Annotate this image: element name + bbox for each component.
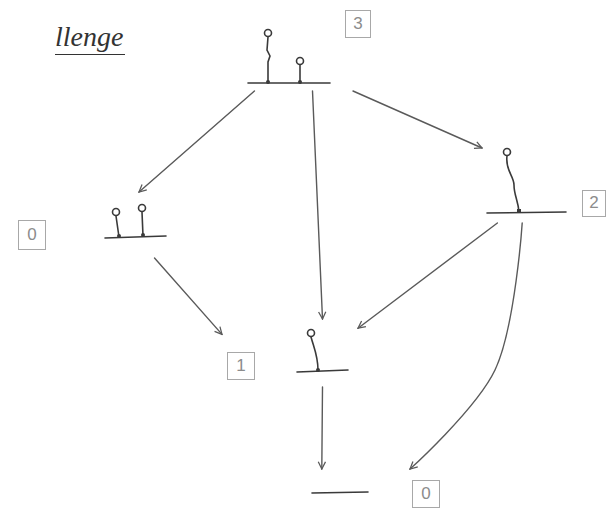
- move-arrow: [358, 223, 497, 328]
- position-value: 0: [412, 480, 440, 508]
- move-arrow: [410, 223, 522, 469]
- position-value: 2: [582, 190, 606, 217]
- pin-head: [113, 209, 120, 216]
- pin-foot: [117, 234, 121, 238]
- pin-foot: [266, 80, 270, 84]
- move-arrow: [139, 91, 254, 192]
- ground-line: [105, 236, 166, 238]
- position-value: 0: [18, 220, 46, 250]
- ground-line: [487, 212, 566, 213]
- game-position: 0: [305, 472, 445, 514]
- pin-foot: [517, 209, 521, 212]
- pin-foot: [141, 233, 145, 237]
- move-arrow: [353, 91, 482, 148]
- game-position: 2: [485, 140, 609, 220]
- pin-stem: [142, 212, 143, 236]
- move-arrow: [155, 258, 223, 334]
- pin-head: [504, 149, 511, 156]
- pin-stem: [311, 337, 318, 370]
- game-position: 0: [15, 195, 170, 255]
- move-arrow: [321, 387, 323, 469]
- pin-stem: [116, 216, 119, 237]
- page-title: llenge: [55, 22, 125, 55]
- pin-head: [265, 30, 272, 37]
- pin-stem: [507, 156, 519, 212]
- pin-head: [139, 205, 146, 212]
- pin-head: [308, 330, 315, 337]
- pin-foot: [298, 80, 302, 84]
- pin-stem: [267, 37, 270, 83]
- ground-line: [297, 370, 348, 372]
- game-position: 3: [245, 8, 380, 88]
- pin-foot: [316, 368, 320, 372]
- pin-head: [297, 58, 304, 65]
- ground-line: [248, 82, 330, 84]
- move-arrow: [313, 91, 323, 319]
- position-value: 1: [227, 352, 255, 380]
- ground-line: [312, 492, 368, 493]
- position-value: 3: [345, 10, 371, 38]
- game-position: 1: [225, 322, 355, 384]
